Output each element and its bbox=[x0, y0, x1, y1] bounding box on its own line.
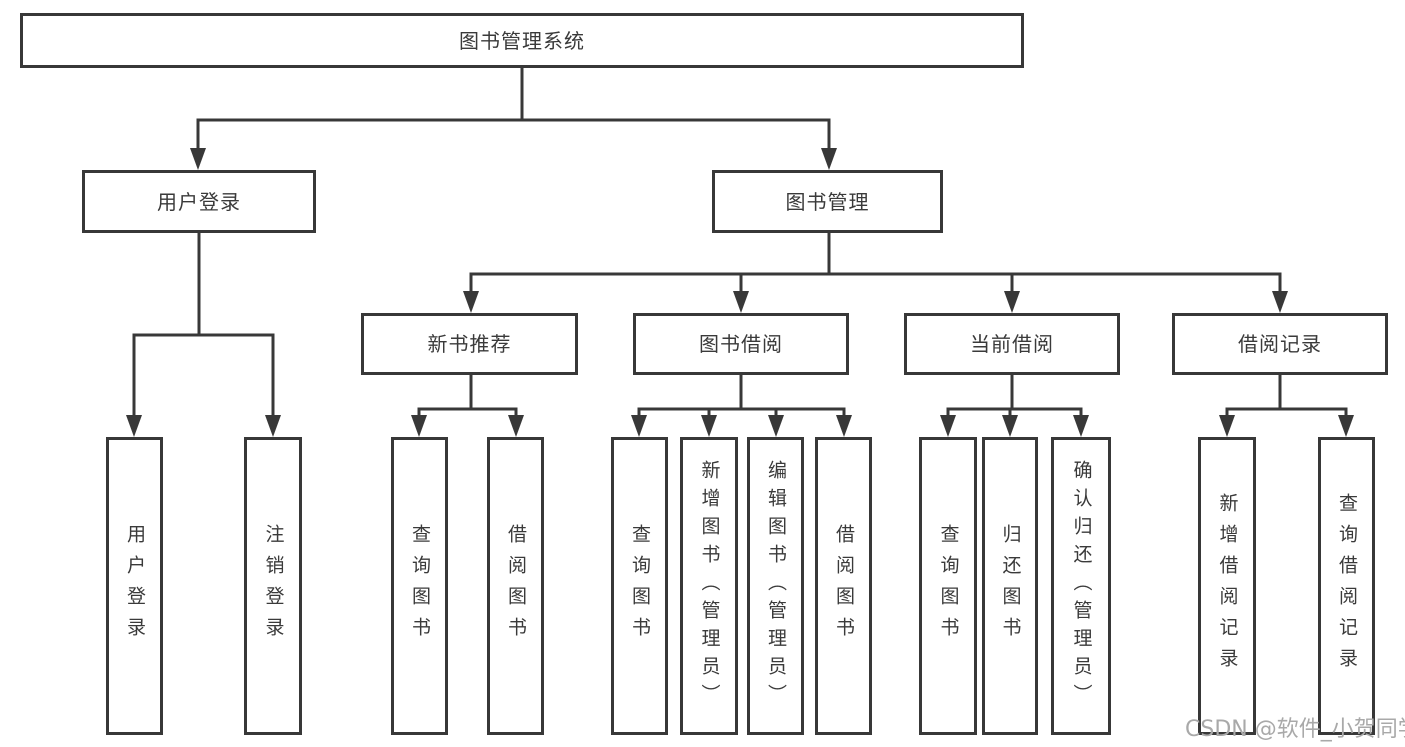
node-current-borrowing: 当前借阅 bbox=[904, 313, 1120, 375]
leaf-query-books-recommend: 查询图书 bbox=[391, 437, 448, 735]
leaf-query-books-current: 查询图书 bbox=[919, 437, 977, 735]
leaf-return-books: 归还图书 bbox=[982, 437, 1038, 735]
leaf-query-borrow-record: 查询借阅记录 bbox=[1318, 437, 1375, 735]
csdn-watermark: CSDN @软件_小贺同学 bbox=[1185, 717, 1405, 742]
node-user-login: 用户登录 bbox=[82, 170, 316, 233]
leaf-edit-books-admin: 编辑图书（管理员） bbox=[747, 437, 804, 735]
leaf-borrow-books-borrowing: 借阅图书 bbox=[815, 437, 872, 735]
node-book-management: 图书管理 bbox=[712, 170, 943, 233]
leaf-add-borrow-record: 新增借阅记录 bbox=[1198, 437, 1256, 735]
leaf-logout-login: 注销登录 bbox=[244, 437, 302, 735]
leaf-add-books-admin: 新增图书（管理员） bbox=[680, 437, 738, 735]
leaf-borrow-books-recommend: 借阅图书 bbox=[487, 437, 544, 735]
node-borrowing-records: 借阅记录 bbox=[1172, 313, 1388, 375]
node-root: 图书管理系统 bbox=[20, 13, 1024, 68]
leaf-user-login: 用户登录 bbox=[106, 437, 163, 735]
arrowheads bbox=[126, 148, 1354, 437]
leaf-confirm-return-admin: 确认归还（管理员） bbox=[1051, 437, 1111, 735]
leaf-query-books-borrowing: 查询图书 bbox=[611, 437, 668, 735]
node-new-book-recommendation: 新书推荐 bbox=[361, 313, 578, 375]
node-book-borrowing: 图书借阅 bbox=[633, 313, 849, 375]
